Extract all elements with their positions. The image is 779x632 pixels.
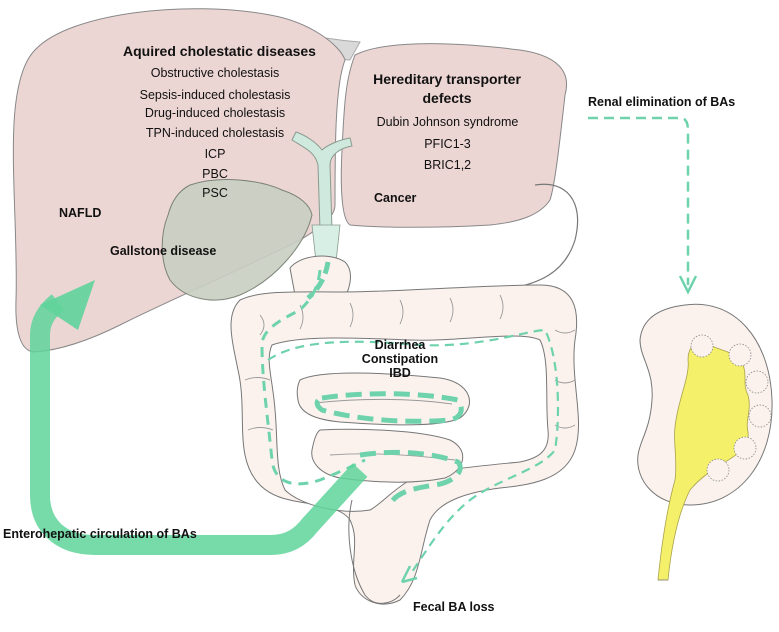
disease-item: PSC (202, 186, 228, 200)
enterohepatic-arrow-body (30, 294, 368, 555)
intestinal-flow-dashed (260, 269, 366, 486)
liver-right-lobe (340, 43, 567, 228)
fecal-label: Fecal BA loss (413, 600, 495, 614)
disease-item: PBC (202, 167, 228, 181)
nafld-label: NAFLD (59, 206, 102, 220)
kidney-calyces (690, 334, 772, 482)
hereditary-item: PFIC1-3 (424, 137, 471, 151)
disease-item: TPN-induced cholestasis (145, 126, 285, 140)
hereditary-title-2: defects (422, 90, 472, 106)
disease-item: Obstructive cholestasis (150, 66, 280, 80)
renal-arrowhead (678, 275, 698, 295)
renal-label: Renal elimination of BAs (588, 95, 736, 109)
hereditary-item: Dubin Johnson syndrome (376, 115, 519, 129)
intestinal-flow-loop (314, 391, 464, 424)
constipation-label: Constipation (361, 352, 439, 366)
intestinal-flow-loop-2 (359, 449, 463, 507)
disease-item: ICP (204, 147, 226, 161)
bile-duct (291, 131, 353, 251)
hereditary-item: BRIC1,2 (423, 158, 472, 172)
enterohepatic-arrowhead (40, 280, 95, 330)
gallbladder (161, 179, 313, 301)
ibd-label: IBD (389, 366, 411, 380)
hereditary-title: Hereditary transporter (373, 71, 521, 87)
stomach-outline (499, 183, 579, 291)
cancer-label: Cancer (374, 191, 417, 205)
disease-item: Sepsis-induced cholestasis (139, 88, 291, 102)
renal-pelvis (657, 339, 750, 581)
fecal-arrowhead (400, 565, 418, 584)
duodenum-flow-dashed (306, 261, 331, 300)
disease-item: Drug-induced cholestasis (144, 106, 286, 120)
renal-flow-dashed (588, 116, 690, 285)
rectum (348, 499, 401, 604)
colon-flow-dashed (267, 328, 560, 576)
enterohepatic-label: Enterohepatic circulation of BAs (3, 527, 197, 541)
acquired-cholestatic-title: Aquired cholestatic diseases (123, 43, 316, 59)
diarrhea-label: Diarrhea (374, 338, 426, 352)
gallstone-label: Gallstone disease (110, 244, 217, 258)
